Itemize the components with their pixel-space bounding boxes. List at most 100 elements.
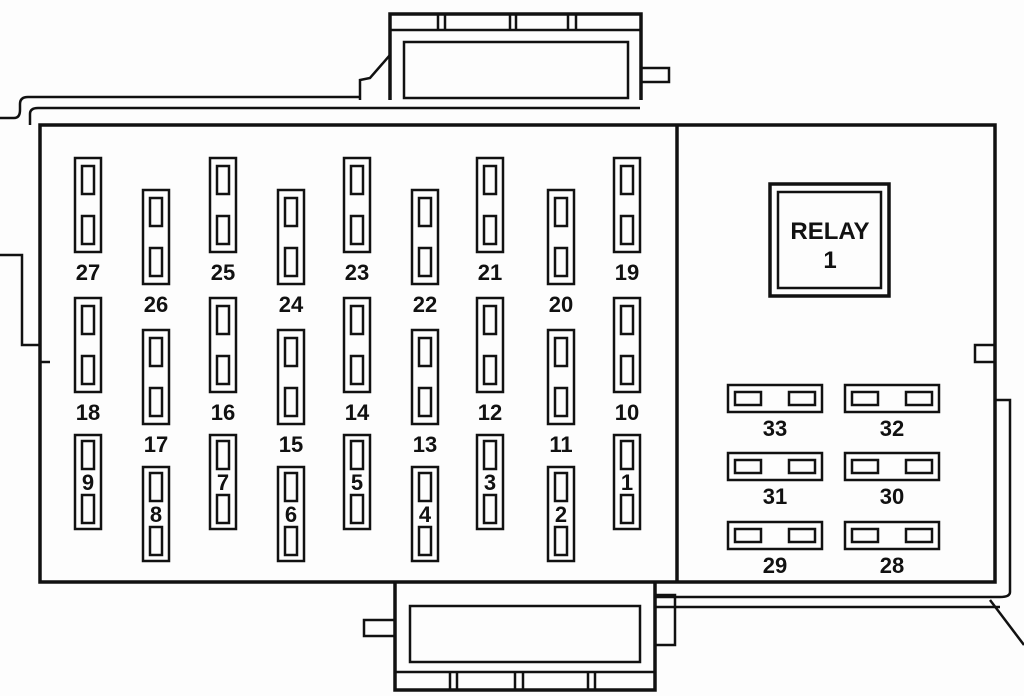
fuse-number: 17 (144, 432, 168, 457)
fuse-body (843, 520, 941, 551)
fuse-terminal (349, 354, 365, 386)
fuse-body (546, 188, 576, 286)
fuse-number: 20 (549, 292, 573, 317)
fuse-terminal (283, 386, 299, 418)
fuse-body (141, 188, 171, 286)
fuse-body (726, 520, 824, 551)
fuse-number: 2 (555, 502, 567, 527)
fuse-body (843, 383, 941, 414)
fuse-terminal (283, 525, 299, 557)
fuse-terminal (482, 354, 498, 386)
fuse-terminal (417, 386, 433, 418)
fuse-terminal (619, 493, 635, 525)
fuse-9: 9 (73, 433, 103, 531)
fuse-12: 12 (475, 296, 505, 425)
fuse-terminal (349, 164, 365, 196)
fuse-17: 17 (141, 328, 171, 457)
fuse-28: 28 (843, 520, 941, 578)
fuse-terminal (80, 304, 96, 336)
fuse-number: 28 (880, 553, 904, 578)
fuse-body (475, 296, 505, 394)
fuse-8: 8 (141, 465, 171, 563)
fuse-terminal (283, 471, 299, 503)
fuse-number: 30 (880, 484, 904, 509)
fuse-number: 4 (419, 502, 432, 527)
fuse-terminal (553, 336, 569, 368)
top-connector (358, 12, 671, 100)
fuse-body (73, 433, 103, 531)
fuse-number: 13 (413, 432, 437, 457)
fuse-terminal (482, 493, 498, 525)
fuse-21: 21 (475, 156, 505, 285)
fuse-6: 6 (276, 465, 306, 563)
bottom-connector (362, 582, 677, 692)
fuse-number: 5 (351, 470, 363, 495)
fuse-body (612, 296, 642, 394)
fuse-number: 7 (217, 470, 229, 495)
fuse-30: 30 (843, 451, 941, 509)
fuse-number: 1 (621, 470, 633, 495)
fuse-body (726, 451, 824, 482)
fuse-terminal (482, 304, 498, 336)
fuse-body (141, 465, 171, 563)
fuse-3: 3 (475, 433, 505, 531)
fuse-number: 25 (211, 260, 235, 285)
fuse-1: 1 (612, 433, 642, 531)
fuse-terminal (850, 527, 880, 544)
fuse-terminal (482, 214, 498, 246)
fuse-terminal (349, 304, 365, 336)
fuse-body (546, 465, 576, 563)
fuse-10: 10 (612, 296, 642, 425)
fuse-panel (38, 123, 997, 584)
fuse-number: 31 (763, 484, 787, 509)
fuse-terminal (417, 336, 433, 368)
fuse-terminal (215, 354, 231, 386)
fuse-terminal (215, 214, 231, 246)
fuse-body (208, 433, 238, 531)
fuse-terminal (215, 304, 231, 336)
fuse-terminal (619, 304, 635, 336)
fuse-terminal (148, 525, 164, 557)
fuse-terminal (148, 386, 164, 418)
fuse-body (276, 328, 306, 426)
fuse-number: 33 (763, 416, 787, 441)
fuse-terminal (553, 471, 569, 503)
fuse-20: 20 (546, 188, 576, 317)
fuse-body (208, 156, 238, 254)
fuse-terminal (619, 164, 635, 196)
fuse-31: 31 (726, 451, 824, 509)
fuse-26: 26 (141, 188, 171, 317)
fuse-terminal (215, 439, 231, 471)
fuse-number: 23 (345, 260, 369, 285)
fuse-32: 32 (843, 383, 941, 441)
fuse-terminal (787, 527, 817, 544)
fuse-body (342, 156, 372, 254)
fuse-body (276, 188, 306, 286)
fuse-terminal (482, 164, 498, 196)
fuse-body (73, 156, 103, 254)
fuse-25: 25 (208, 156, 238, 285)
fuse-body (726, 383, 824, 414)
fuse-terminal (417, 246, 433, 278)
fuse-number: 12 (478, 400, 502, 425)
fuse-body (342, 433, 372, 531)
fuse-body (546, 328, 576, 426)
fuse-number: 18 (76, 400, 100, 425)
fuse-number: 15 (279, 432, 303, 457)
fuse-terminal (787, 390, 817, 407)
fuse-body (475, 156, 505, 254)
fuse-33: 33 (726, 383, 824, 441)
relay-label: RELAY (790, 218, 869, 245)
fuse-15: 15 (276, 328, 306, 457)
fuse-5: 5 (342, 433, 372, 531)
fuse-7: 7 (208, 433, 238, 531)
fuse-terminal (619, 439, 635, 471)
fuse-terminal (553, 196, 569, 228)
fuse-terminal (283, 196, 299, 228)
fuse-number: 6 (285, 502, 297, 527)
fuse-29: 29 (726, 520, 824, 578)
fuse-14: 14 (342, 296, 372, 425)
fuse-22: 22 (410, 188, 440, 317)
relay-number: 1 (823, 247, 836, 274)
